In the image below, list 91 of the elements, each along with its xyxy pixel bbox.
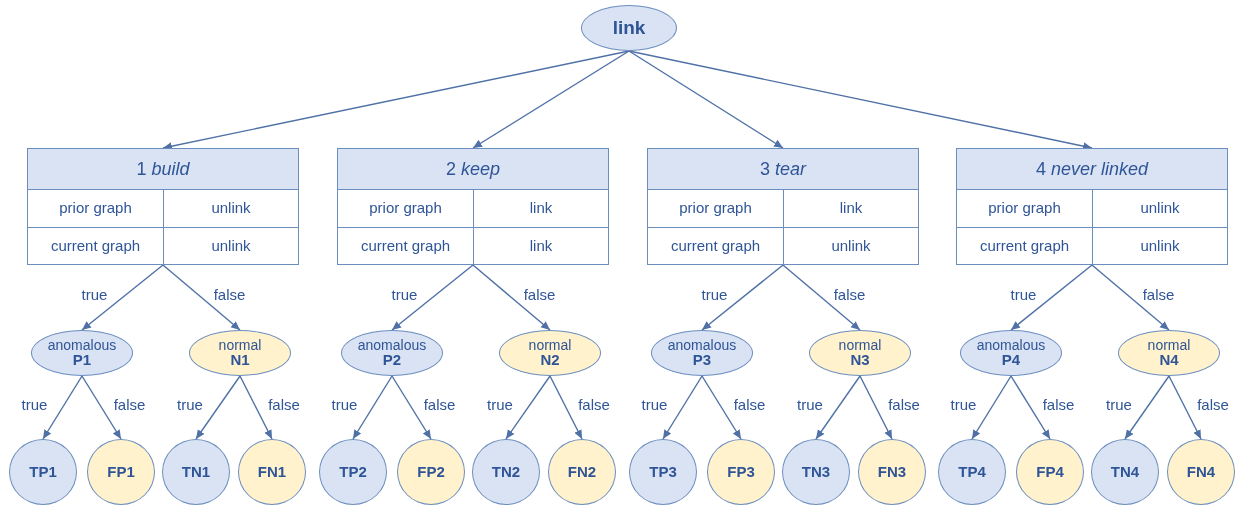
edge-label: false [1040,396,1077,411]
arrow [239,375,273,440]
table-node [647,148,919,265]
arrow [1124,375,1170,440]
table-cell: unlink [1093,228,1227,264]
edge-label: false [521,286,558,301]
node-label: TN3 [801,464,831,480]
edge-label: false [111,396,148,411]
node-label: N2 [540,352,560,369]
arrow [701,264,784,331]
class-label: normal [1147,337,1191,353]
node-label: FP1 [107,464,135,480]
arrow [505,375,551,440]
arrow [1168,375,1202,440]
arrow [815,375,861,440]
class-label: anomalous [47,337,117,353]
node-label: N4 [1159,352,1179,369]
table-cell: prior graph [338,190,474,228]
table-cell: unlink [1093,190,1227,228]
class-label: normal [528,337,572,353]
class-label: anomalous [667,337,737,353]
arrow [81,264,164,331]
node-label: TP2 [339,464,367,480]
edge-label: false [1140,286,1177,301]
node-label: TN4 [1110,464,1140,480]
node-label: FN3 [877,464,907,480]
arrow [162,264,241,331]
table-cell: unlink [164,190,298,228]
arrow [42,375,83,440]
arrow [472,264,551,331]
node-label: P4 [1001,352,1021,369]
table-cell: unlink [784,228,918,264]
arrow [782,264,861,331]
class-label: anomalous [357,337,427,353]
edge-label: false [831,286,868,301]
node-label: TP3 [649,464,677,480]
edge-label: false [266,396,302,411]
node-label: P1 [72,352,92,369]
arrow [391,375,432,440]
node-label: TP1 [29,464,57,480]
node-label: N1 [230,352,250,369]
node-label: N3 [850,352,870,369]
node-label: TN1 [181,464,211,480]
table-cell: current graph [957,228,1093,264]
table-node [956,148,1228,265]
arrow [662,375,703,440]
table-cell: link [784,190,918,228]
node-label: FP2 [417,464,445,480]
node-label: FN2 [567,464,597,480]
arrow [1091,264,1170,331]
arrow [971,375,1012,440]
edge-label: false [886,396,922,411]
table-cell: link [474,228,608,264]
edge-label: false [731,396,768,411]
table-node [337,148,609,265]
node-label: P2 [382,352,402,369]
arrow [195,375,241,440]
arrow [859,375,893,440]
arrow [1010,375,1051,440]
edge-label: false [421,396,458,411]
arrow [549,375,583,440]
node-label: TN2 [491,464,521,480]
node-label: TP4 [958,464,986,480]
table-cell: current graph [338,228,474,264]
table-cell: current graph [648,228,784,264]
class-label: normal [838,337,882,353]
table-cell: unlink [164,228,298,264]
arrow [391,264,474,331]
arrow [1010,264,1093,331]
arrow [81,375,122,440]
node-label: FP4 [1036,464,1064,480]
node-label: FN4 [1186,464,1216,480]
node-label: P3 [692,352,712,369]
table-node [27,148,299,265]
arrow [472,50,630,149]
arrow [352,375,393,440]
table-cell: prior graph [28,190,164,228]
arrow [628,50,784,149]
class-label: normal [218,337,262,353]
arrow [701,375,742,440]
table-cell: prior graph [957,190,1093,228]
edge-label: false [211,286,248,301]
table-cell: current graph [28,228,164,264]
class-label: anomalous [976,337,1046,353]
node-label: FP3 [727,464,755,480]
node-label: link [612,18,646,38]
table-cell: prior graph [648,190,784,228]
edge-label: false [1195,396,1231,411]
edge-label: false [576,396,612,411]
table-cell: link [474,190,608,228]
node-label: FN1 [257,464,287,480]
